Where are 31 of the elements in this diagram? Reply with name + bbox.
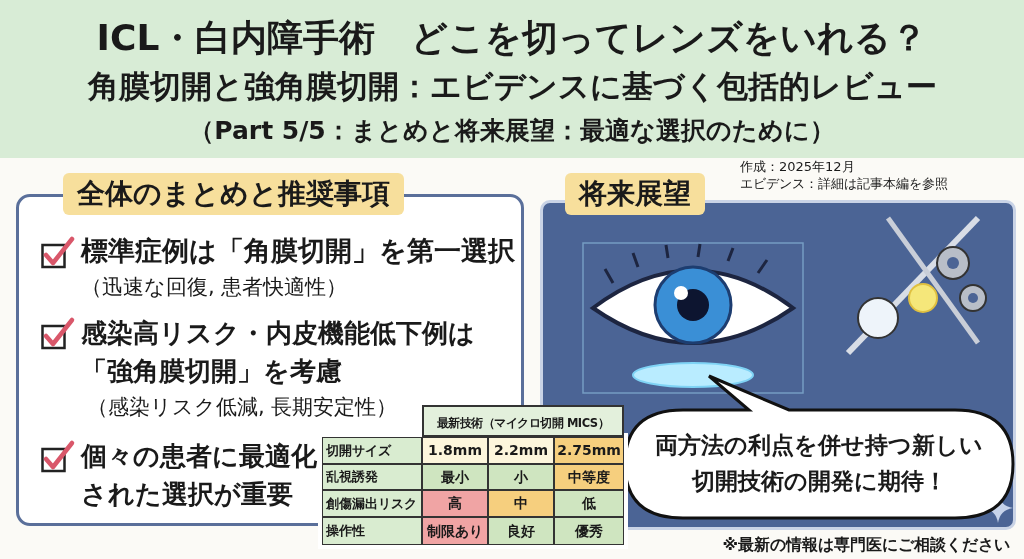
row-header-cell: 創傷漏出リスク — [322, 490, 422, 517]
heading-tag: 将来展望 — [565, 173, 705, 215]
item-text: 感染高リスク・内皮機能低下例は「強角膜切開」を考慮 — [81, 317, 476, 388]
item-text: 個々の患者に最適化された選択が重要 — [81, 440, 318, 511]
row-header-cell: 操作性 — [322, 517, 422, 545]
heading-tag: 全体のまとめと推奨事項 — [63, 173, 404, 215]
table-cell: 優秀 — [554, 517, 624, 545]
title: ICL・白内障手術 どこを切ってレンズをいれる？ — [95, 16, 929, 60]
table-cell: 高 — [422, 490, 488, 517]
table-cell: 2.75mm — [554, 437, 624, 464]
table-cell: 低 — [554, 490, 624, 517]
subtitle: （Part 5/5：まとめと将来展望：最適な選択のために） — [188, 115, 836, 147]
table-cell: 中等度 — [554, 464, 624, 490]
table-cell: 制限あり — [422, 517, 488, 545]
table-header: 最新技術（マイクロ切開 MICS） — [422, 405, 624, 437]
table-cell: 2.2mm — [488, 437, 554, 464]
table-cell: 最小 — [422, 464, 488, 490]
bubble-text: 両方法の利点を併せ持つ新しい切開技術の開発に期待！ — [654, 431, 984, 496]
footnote: ※最新の情報は専門医にご相談ください — [722, 535, 1010, 556]
row-header-cell: 乱視誘発 — [322, 464, 422, 490]
meta-note: 作成：2025年12月 — [740, 158, 855, 176]
table-cell: 中 — [488, 490, 554, 517]
item-text: 標準症例は「角膜切開」を第一選択 — [81, 234, 515, 268]
subtitle: 角膜切開と強角膜切開：エビデンスに基づく包括的レビュー — [86, 67, 938, 106]
meta-note: エビデンス：詳細は記事本編を参照 — [740, 175, 948, 193]
item-note: （迅速な回復, 患者快適性） — [81, 274, 348, 301]
table-cell: 1.8mm — [422, 437, 488, 464]
table-cell: 小 — [488, 464, 554, 490]
table-cell: 良好 — [488, 517, 554, 545]
row-header-cell: 切開サイズ — [322, 437, 422, 464]
item-note: （感染リスク低減, 長期安定性） — [87, 394, 398, 421]
